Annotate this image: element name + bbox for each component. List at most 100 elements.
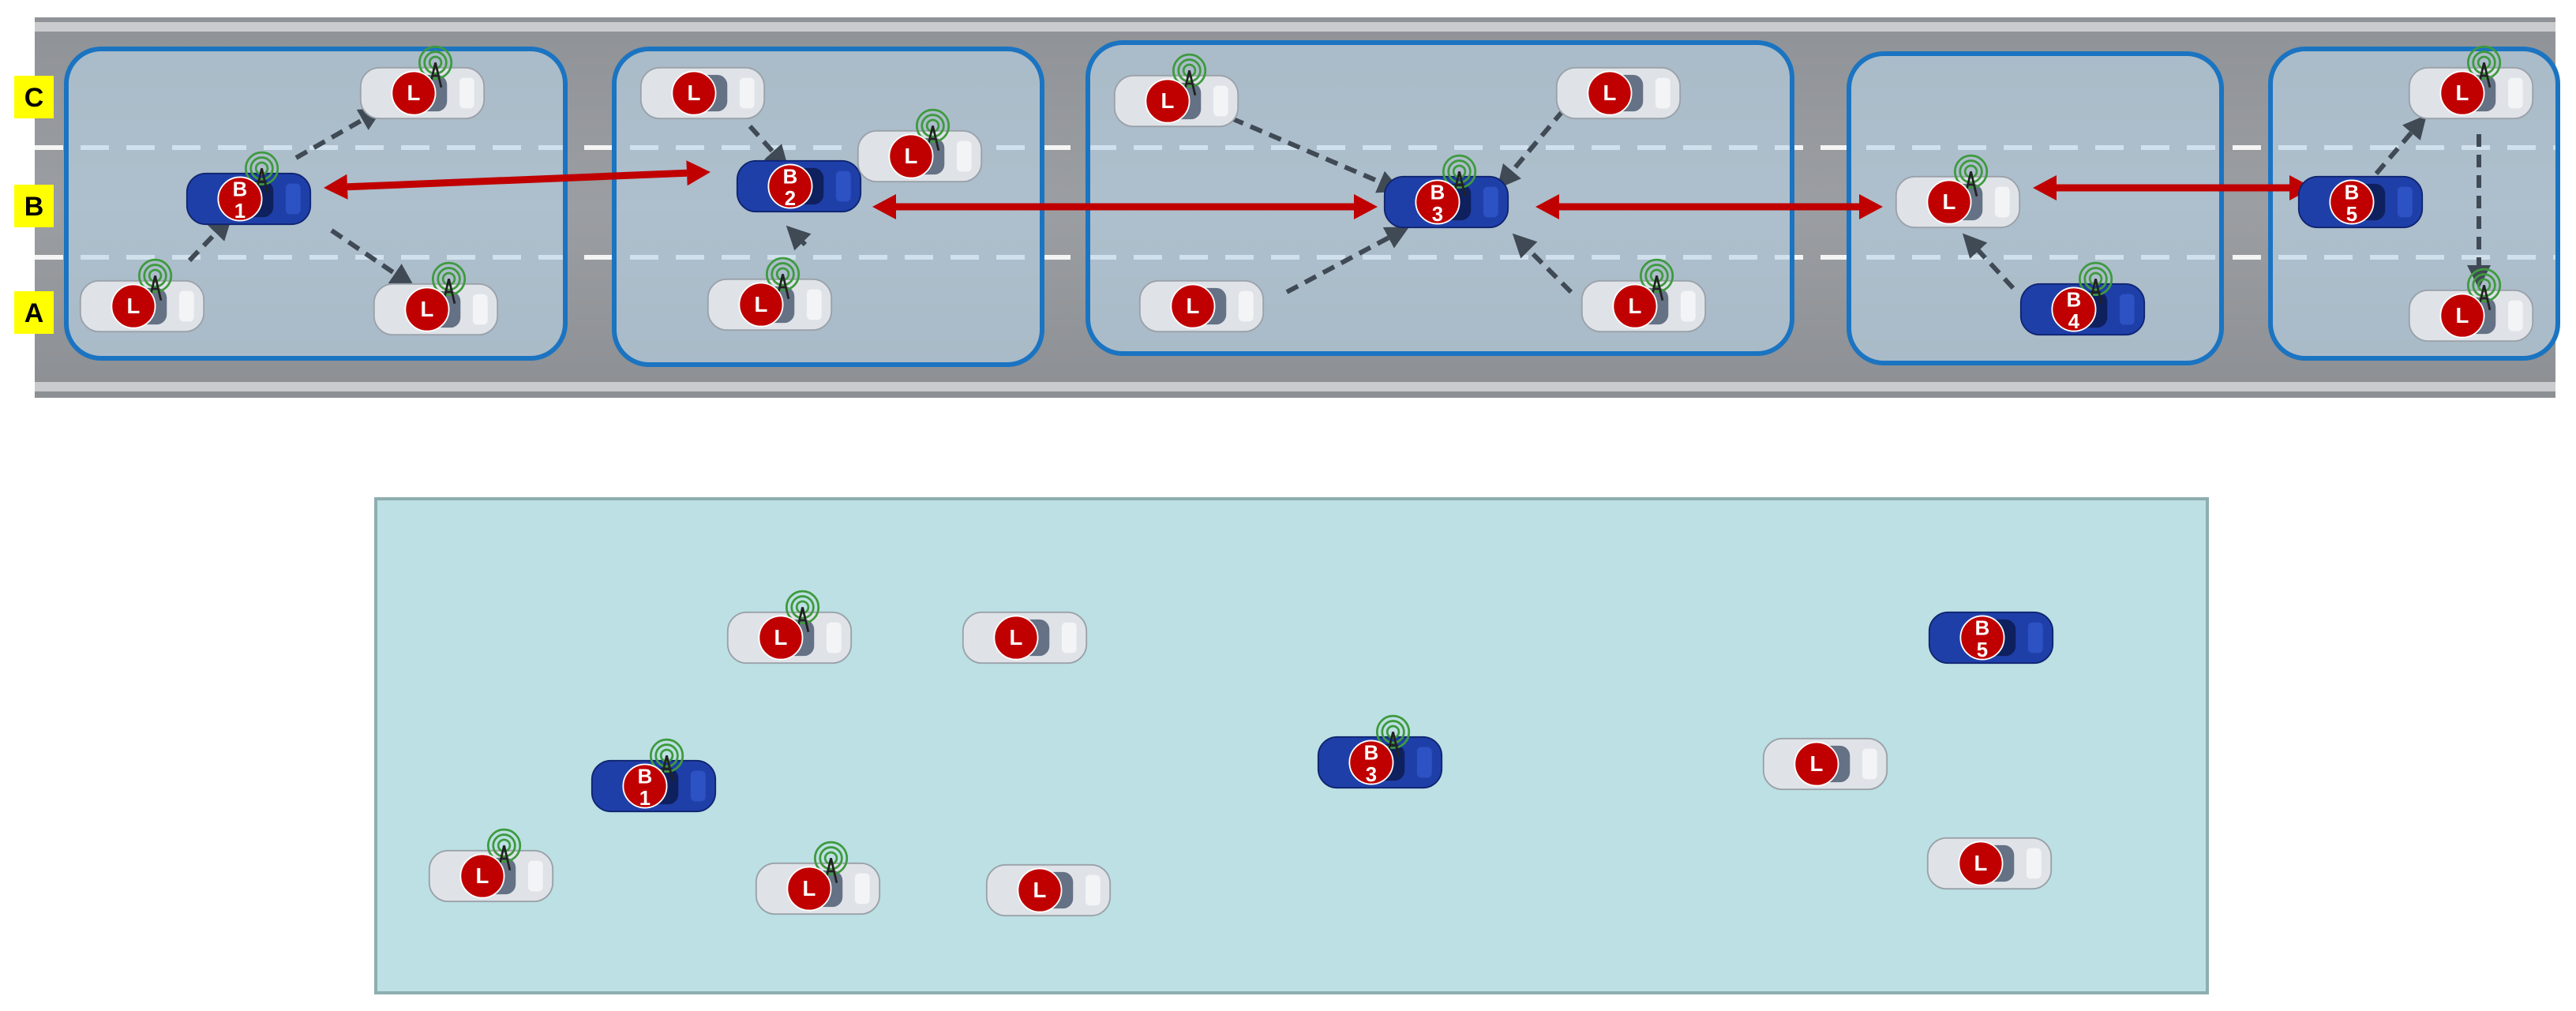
leader-vehicle: L [359, 45, 486, 120]
leader-vehicle: L [1580, 258, 1707, 333]
lane-labels: C B A [14, 76, 54, 334]
leader-badge [738, 282, 784, 328]
bridge-badge [1348, 740, 1394, 785]
leader-vehicle: L [428, 828, 554, 903]
car-hood [1061, 622, 1077, 653]
car-hood [472, 294, 488, 325]
badge-letter: L [127, 294, 141, 318]
leader-badge [1612, 283, 1658, 329]
antenna-icon [1953, 154, 1989, 197]
car-hood [2119, 294, 2135, 325]
badge-letter: L [1974, 851, 1988, 875]
car-hood [956, 140, 972, 172]
badge-letter: L [1033, 878, 1047, 902]
leader-vehicle: L [1138, 279, 1265, 333]
cluster-1 [64, 47, 568, 361]
antenna-icon [765, 256, 801, 299]
leader-badge [786, 866, 832, 912]
badge-letter: L [1629, 294, 1642, 318]
leader-badge [1170, 283, 1216, 329]
leader-badge [404, 286, 450, 332]
bottom-panel [374, 497, 2209, 994]
car-hood [2397, 186, 2413, 218]
leader-badge [671, 70, 717, 116]
intra-cluster-links [187, 108, 2491, 294]
leader-badge [993, 615, 1039, 661]
badge-letter: L [2456, 303, 2469, 328]
badge-letter: L [1161, 88, 1175, 113]
car-hood [2027, 622, 2043, 653]
lane-label-c-text: C [24, 83, 44, 113]
car-hood [806, 289, 822, 320]
leader-badge [391, 70, 437, 116]
bridge-vehicle: B1 [591, 738, 717, 813]
bottom-panel-area [374, 497, 2209, 994]
badge-letter: L [1810, 751, 1824, 776]
inter-cluster-arrow [872, 194, 1378, 219]
bridge-vehicle: B5 [1928, 611, 2054, 665]
leader-badge [459, 853, 505, 899]
car-hood [1680, 290, 1696, 322]
leader-badge [888, 133, 934, 179]
intra-cluster-arrow [1962, 233, 2015, 290]
leader-vehicle: L [2408, 268, 2534, 343]
badge-letter: L [803, 876, 816, 901]
leader-badge [1145, 78, 1191, 124]
intra-cluster-arrow [748, 124, 789, 170]
leader-vehicle: L [1762, 737, 1888, 791]
lane-label-a-box [14, 291, 54, 334]
antenna-icon [785, 590, 820, 632]
bridge-vehicle: B3 [1317, 714, 1443, 789]
badge-number: 5 [1977, 639, 1988, 661]
car-hood [1213, 85, 1228, 117]
leader-vehicle: L [755, 841, 881, 916]
leader-badge [1926, 179, 1972, 225]
badge-number: 4 [2068, 311, 2080, 333]
lane-label-a-text: A [24, 298, 44, 328]
antenna-icon [813, 841, 849, 883]
intra-cluster-arrow [1497, 109, 1565, 189]
leader-vehicle: L [857, 108, 983, 183]
intra-cluster-arrow [330, 228, 414, 287]
leader-vehicle: L [985, 863, 1112, 917]
car-hood [1994, 186, 2010, 218]
badge-letter: L [1187, 294, 1200, 318]
car-hood [1483, 186, 1498, 218]
bridge-vehicle: B4 [2019, 261, 2146, 336]
leader-vehicle: L [1895, 154, 2021, 229]
car-hood [690, 770, 706, 802]
car-hood [1085, 874, 1101, 906]
car-hood [739, 77, 755, 109]
road-edge-top [35, 22, 2555, 32]
intra-cluster-arrow [294, 108, 384, 160]
intra-cluster-arrow [1230, 116, 1402, 193]
badge-letter: L [2456, 81, 2469, 105]
car-hood [1238, 290, 1254, 322]
badge-letter: B [638, 766, 653, 788]
car-hood [2507, 77, 2523, 109]
badge-letter: L [1943, 189, 1956, 214]
car-hood [1416, 747, 1432, 778]
antenna-icon [915, 108, 951, 151]
inter-cluster-links [324, 160, 2313, 219]
car-hood [1655, 77, 1670, 109]
leader-vehicle: L [726, 590, 853, 665]
intra-cluster-arrow [1285, 227, 1410, 294]
badge-number: 2 [785, 188, 796, 210]
bridge-vehicle: B5 [2297, 175, 2424, 229]
lane-label-b: B [14, 185, 54, 227]
bridge-badge [1415, 179, 1460, 225]
badge-letter: B [2067, 289, 2082, 311]
badge-letter: L [421, 297, 434, 321]
leader-vehicle: L [1555, 66, 1682, 120]
badge-letter: L [476, 863, 489, 888]
bridge-badge [767, 163, 813, 209]
bridge-vehicle: B3 [1383, 154, 1509, 229]
antenna-icon [244, 151, 279, 193]
badge-letter: L [774, 625, 788, 650]
leader-vehicle: L [79, 258, 205, 333]
car-hood [459, 77, 474, 109]
antenna-icon [1172, 53, 1207, 95]
leader-badge [1794, 741, 1839, 787]
